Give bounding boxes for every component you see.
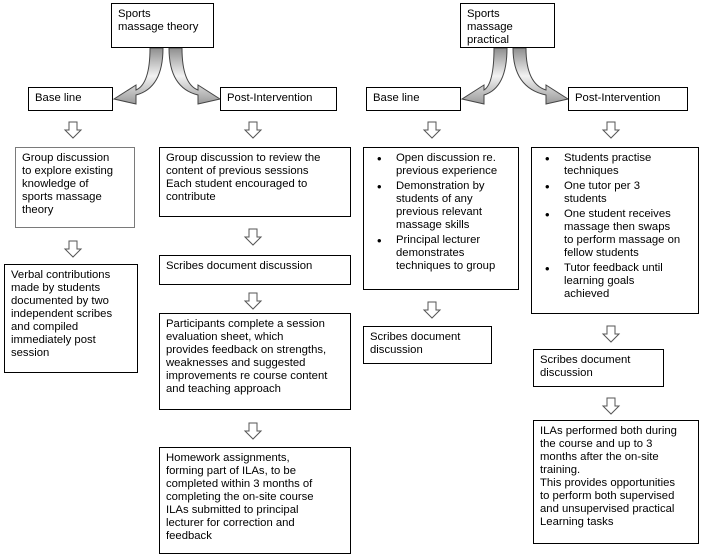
down-arrow-icon <box>63 240 83 258</box>
theory-baseline-step-2: Verbal contributions made by students do… <box>4 264 138 373</box>
theory-baseline-step-1-text: Group discussion to explore existing kno… <box>22 152 114 216</box>
bullet-item: One tutor per 3 students <box>538 180 692 206</box>
down-arrow-icon <box>422 121 442 139</box>
bullet-item: Demonstration by students of any previou… <box>370 180 512 232</box>
down-arrow-icon <box>63 121 83 139</box>
practical-post-step-1-text: Scribes document discussion <box>540 354 631 379</box>
theory-post-step-3: Participants complete a session evaluati… <box>159 313 351 410</box>
curved-arrow-icon <box>168 47 222 105</box>
practical-post-step-2-text: ILAs performed both during the course an… <box>540 425 677 528</box>
practical-post-header: Post-Intervention <box>568 87 688 111</box>
practical-post-label: Post-Intervention <box>575 92 661 104</box>
bullet-item: Open discussion re. previous experience <box>370 152 512 178</box>
theory-baseline-header: Base line <box>28 87 113 111</box>
practical-baseline-label: Base line <box>373 92 420 104</box>
down-arrow-icon <box>601 121 621 139</box>
down-arrow-icon <box>243 292 263 310</box>
down-arrow-icon <box>422 301 442 319</box>
theory-top-box: Sports massage theory <box>111 3 214 48</box>
bullet-item: One student receives massage then swaps … <box>538 208 692 260</box>
practical-baseline-header: Base line <box>366 87 461 111</box>
curved-arrow-icon <box>112 47 164 105</box>
bullet-item: Tutor feedback until learning goals achi… <box>538 262 692 301</box>
down-arrow-icon <box>601 325 621 343</box>
practical-top-box: Sports massage practical <box>460 3 555 48</box>
bullet-item: Students practise techniques <box>538 152 692 178</box>
theory-post-step-1: Group discussion to review the content o… <box>159 147 351 217</box>
practical-top-label: Sports massage practical <box>467 8 513 46</box>
theory-post-step-2: Scribes document discussion <box>159 255 351 285</box>
practical-baseline-list: Open discussion re. previous experience … <box>370 152 512 273</box>
practical-baseline-bullets: Open discussion re. previous experience … <box>363 147 519 290</box>
curved-arrow-icon <box>460 47 508 105</box>
practical-post-bullets: Students practise techniques One tutor p… <box>531 147 699 314</box>
theory-post-step-3-text: Participants complete a session evaluati… <box>166 318 328 395</box>
theory-post-step-2-text: Scribes document discussion <box>166 260 313 272</box>
practical-post-list: Students practise techniques One tutor p… <box>538 152 692 301</box>
theory-top-label: Sports massage theory <box>118 8 199 33</box>
down-arrow-icon <box>243 422 263 440</box>
bullet-item: Principal lecturer demonstrates techniqu… <box>370 234 512 273</box>
practical-baseline-step-1: Scribes document discussion <box>363 326 492 364</box>
curved-arrow-icon <box>512 47 570 105</box>
theory-post-label: Post-Intervention <box>227 92 313 104</box>
practical-baseline-step-1-text: Scribes document discussion <box>370 331 461 356</box>
practical-post-step-1: Scribes document discussion <box>533 349 664 387</box>
practical-post-step-2: ILAs performed both during the course an… <box>533 420 699 544</box>
theory-post-step-4: Homework assignments, forming part of IL… <box>159 447 351 554</box>
down-arrow-icon <box>601 397 621 415</box>
theory-baseline-step-2-text: Verbal contributions made by students do… <box>11 269 113 359</box>
theory-baseline-step-1: Group discussion to explore existing kno… <box>15 147 135 228</box>
theory-post-header: Post-Intervention <box>220 87 337 111</box>
down-arrow-icon <box>243 228 263 246</box>
down-arrow-icon <box>243 121 263 139</box>
theory-post-step-1-text: Group discussion to review the content o… <box>166 152 321 203</box>
theory-baseline-label: Base line <box>35 92 82 104</box>
theory-post-step-4-text: Homework assignments, forming part of IL… <box>166 452 314 542</box>
